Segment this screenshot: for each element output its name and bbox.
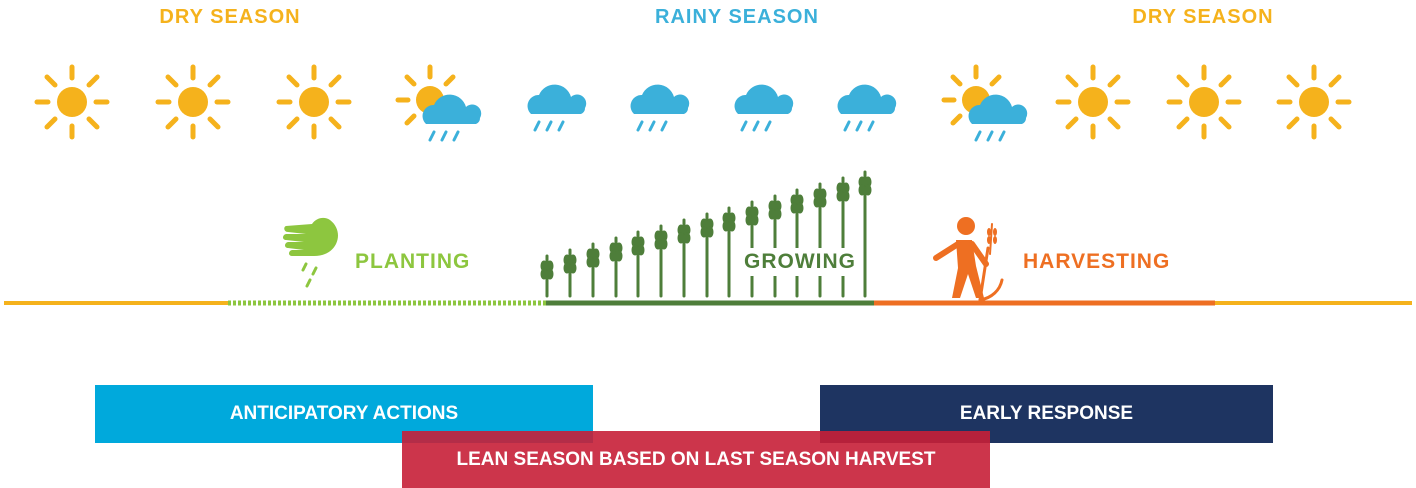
season-label-dry-left: DRY SEASON xyxy=(159,6,301,28)
sun-cloud-rain-icon xyxy=(394,64,486,144)
stage-label-harvesting: HARVESTING xyxy=(1023,250,1171,273)
cloud-rain-icon xyxy=(523,76,593,136)
lean-season-label: LEAN SEASON BASED ON LAST SEASON HARVEST xyxy=(456,448,936,470)
early-response-bar: EARLY RESPONSE xyxy=(820,385,1273,443)
lean-season-bar: LEAN SEASON BASED ON LAST SEASON HARVEST xyxy=(402,431,990,488)
sun-icon xyxy=(1166,64,1242,140)
sun-icon xyxy=(34,64,110,140)
sun-icon xyxy=(1055,64,1131,140)
sun-icon xyxy=(1276,64,1352,140)
harvesting-farmer-icon xyxy=(926,214,1008,304)
seeding-hand-icon xyxy=(276,214,342,296)
sun-cloud-rain-icon xyxy=(940,64,1032,144)
wheat-stalk-icon xyxy=(538,170,874,300)
sun-icon xyxy=(155,64,231,140)
stage-label-growing: GROWING xyxy=(740,248,860,276)
season-label-rainy: RAINY SEASON xyxy=(655,6,819,28)
sun-icon xyxy=(276,64,352,140)
season-timeline xyxy=(0,296,1416,310)
early-response-label: EARLY RESPONSE xyxy=(959,403,1134,424)
anticipatory-actions-label: ANTICIPATORY ACTIONS xyxy=(229,403,459,424)
cloud-rain-icon xyxy=(833,76,903,136)
season-label-dry-right: DRY SEASON xyxy=(1132,6,1274,28)
cloud-rain-icon xyxy=(730,76,800,136)
stage-label-planting: PLANTING xyxy=(355,250,471,273)
cloud-rain-icon xyxy=(626,76,696,136)
